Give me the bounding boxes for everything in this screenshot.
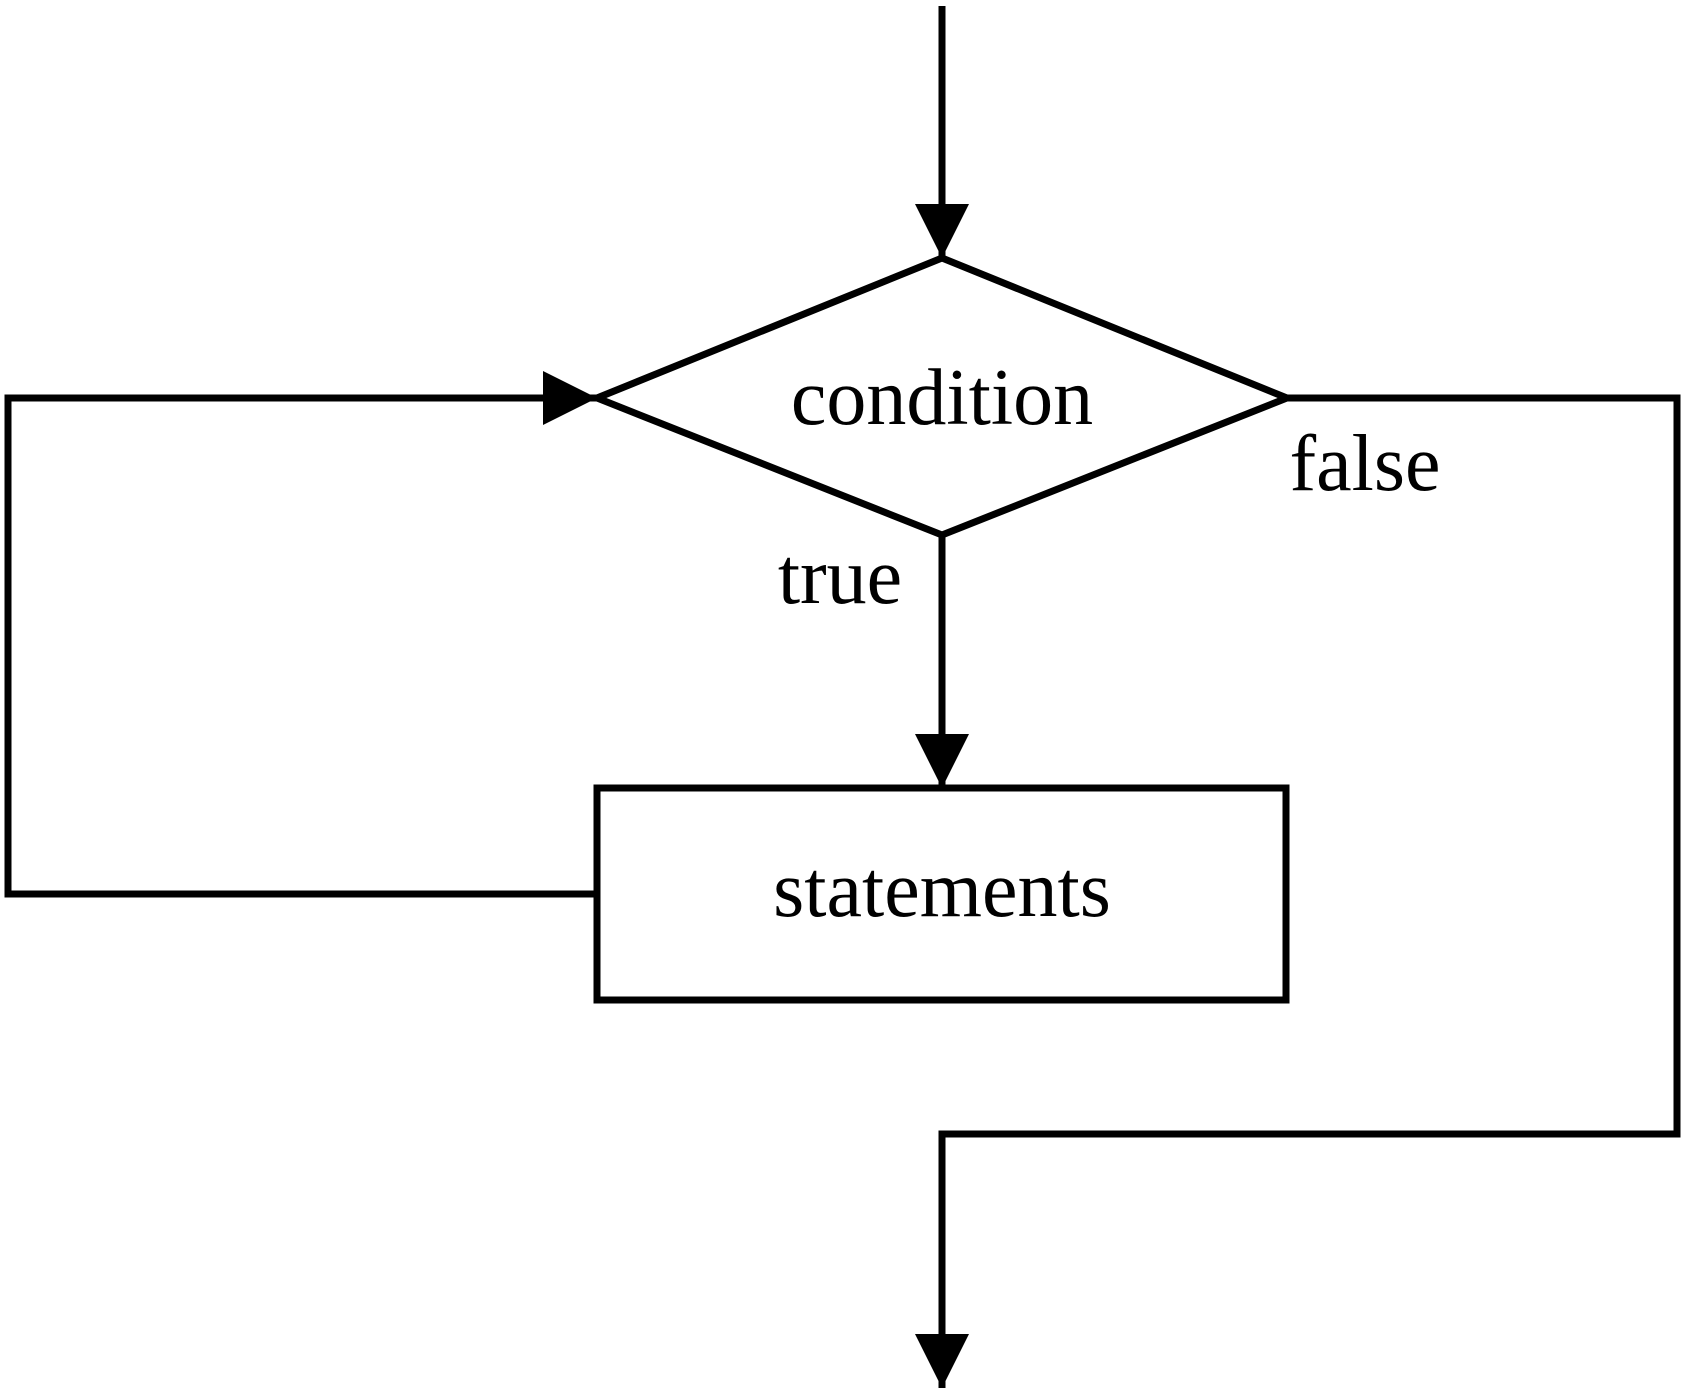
condition-label: condition [791,354,1093,442]
false-branch-arrow [915,394,1681,1388]
false-label: false [1289,420,1440,508]
loop-back-arrow [4,371,597,898]
true-label: true [778,533,902,621]
statements-label: statements [773,846,1111,934]
statements-box [593,784,1290,1004]
